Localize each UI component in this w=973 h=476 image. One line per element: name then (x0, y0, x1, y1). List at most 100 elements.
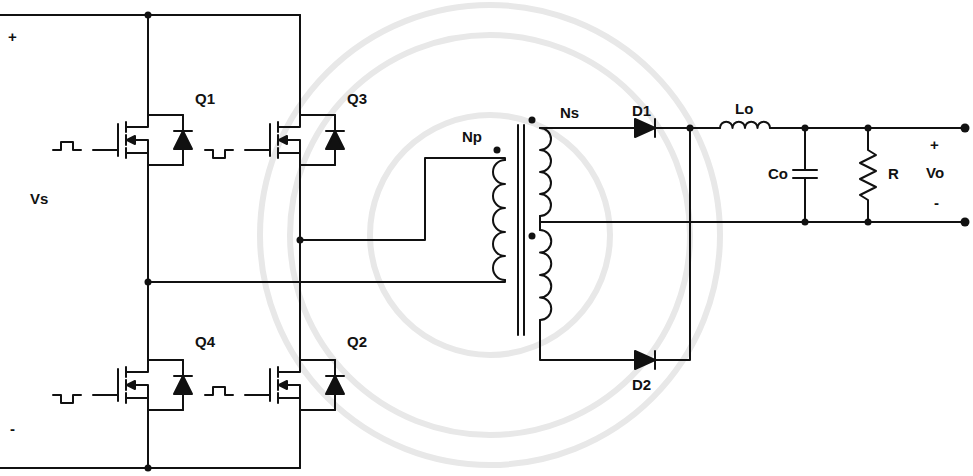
mosfet-symbol (245, 115, 335, 165)
junction-dot (802, 125, 809, 132)
watermark-ring (370, 115, 610, 355)
diode-bar (174, 130, 192, 132)
primary-wire (148, 280, 505, 282)
polarity-dot (529, 117, 536, 124)
diode-wire (148, 359, 183, 361)
part-label: D2 (632, 376, 651, 394)
gate-lead (93, 149, 118, 151)
winding-label: Ns (560, 104, 579, 122)
part-label: D1 (632, 102, 651, 120)
voltage-label: Vo (926, 164, 944, 182)
body-lead (134, 140, 148, 153)
source-lead (126, 398, 148, 410)
diode-triangle (635, 351, 655, 369)
mosfet-symbol (93, 360, 183, 410)
gate-lead (245, 149, 270, 151)
output-inductor (720, 122, 770, 128)
source-lead (126, 153, 148, 165)
junction-dot (687, 125, 694, 132)
polarity-dot (494, 147, 501, 154)
diode-triangle (635, 119, 655, 137)
diode-wire (300, 164, 335, 166)
secondary-wire (655, 128, 690, 360)
diode-d2 (635, 351, 655, 369)
output-terminal (961, 124, 970, 133)
diode-wire (148, 114, 183, 116)
part-label: Co (768, 165, 788, 183)
diode-triangle (174, 131, 192, 149)
transformer-core (523, 125, 525, 335)
diode-wire (300, 409, 335, 411)
gate-plate (117, 369, 119, 401)
junction-dot (145, 465, 152, 472)
gate-pulse-symbol (205, 387, 233, 395)
wire (147, 165, 149, 360)
body-diode (174, 376, 192, 394)
diode-wire (334, 394, 336, 410)
secondary-winding (540, 128, 551, 216)
gate-pulse-symbol (53, 142, 81, 150)
polarity-sign: - (10, 420, 15, 438)
body-lead (286, 385, 300, 398)
drain-lead (278, 115, 300, 127)
diode-bar (326, 130, 344, 132)
part-label: R (888, 165, 899, 183)
capacitor-lead (804, 128, 806, 170)
gate-plate (269, 124, 271, 156)
mosfet-arrow (127, 381, 135, 389)
diode-wire (300, 359, 335, 361)
diode-wire (148, 164, 183, 166)
diode-bar (174, 375, 192, 377)
gate-plate (117, 124, 119, 156)
watermark-ring (260, 5, 720, 465)
polarity-dot (529, 233, 536, 240)
polarity-sign: - (934, 194, 939, 212)
source-lead (278, 153, 300, 165)
return-rail (540, 221, 965, 223)
mosfet-symbol (245, 360, 335, 410)
secondary-wire (540, 127, 635, 129)
body-lead (286, 140, 300, 153)
mosfet-arrow (279, 136, 287, 144)
diode-wire (148, 409, 183, 411)
part-label: Lo (735, 100, 753, 118)
wire (147, 15, 149, 115)
diode-wire (300, 114, 335, 116)
wire (299, 410, 301, 468)
primary-wire (300, 158, 505, 240)
body-lead (134, 385, 148, 398)
part-label: Q1 (195, 90, 215, 108)
mosfet-arrow (279, 381, 287, 389)
diode-wire (334, 115, 336, 131)
watermark-seal (260, 5, 720, 465)
wire (299, 15, 301, 115)
junction-dot (802, 219, 809, 226)
body-diode (174, 131, 192, 149)
junction-dot (865, 125, 872, 132)
part-label: Q3 (347, 90, 367, 108)
drain-lead (126, 115, 148, 127)
part-label: Q4 (195, 333, 215, 351)
diode-wire (334, 149, 336, 165)
winding-label: Np (462, 128, 482, 146)
secondary-wire (540, 320, 635, 360)
gate-plate (269, 369, 271, 401)
diode-triangle (326, 131, 344, 149)
mosfet-arrow (127, 136, 135, 144)
gate-pulse-symbol (53, 395, 81, 403)
diode-wire (182, 360, 184, 376)
primary-winding (493, 160, 505, 280)
body-diode (326, 131, 344, 149)
diode-d1 (635, 119, 655, 137)
diode-wire (182, 394, 184, 410)
diode-wire (334, 360, 336, 376)
diode-triangle (174, 376, 192, 394)
capacitor-plate (793, 169, 817, 171)
voltage-label: Vs (30, 190, 48, 208)
diode-bar (326, 375, 344, 377)
body-diode (326, 376, 344, 394)
part-label: Q2 (347, 333, 367, 351)
diode-wire (182, 115, 184, 131)
